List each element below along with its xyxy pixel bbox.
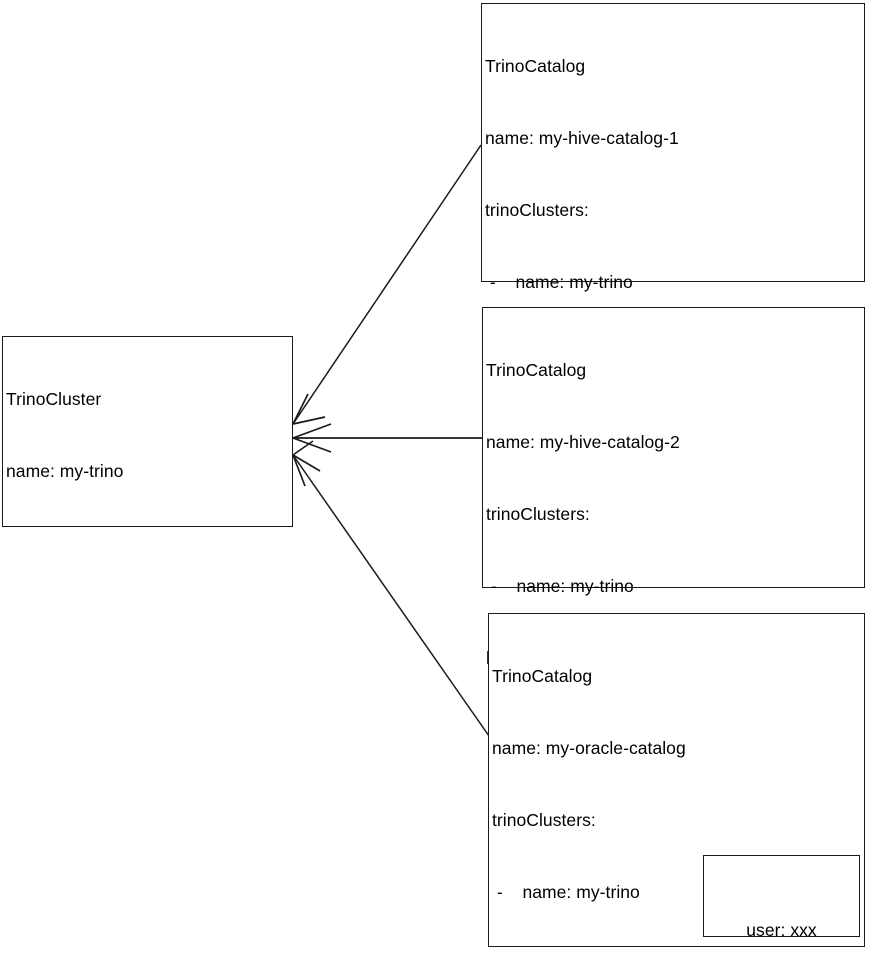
node-oracle-secret-text: user: xxx password: xxx (704, 870, 859, 954)
node-line: - name: my-trino (485, 272, 633, 292)
node-line: user: xxx (746, 920, 817, 940)
node-line: name: my-oracle-catalog (492, 738, 686, 758)
node-trino-catalog-oracle-text: TrinoCatalog name: my-oracle-catalog tri… (492, 616, 862, 954)
node-line: - name: my-trino (486, 576, 634, 596)
node-line: name: my-hive-catalog-1 (485, 128, 679, 148)
node-line: trinoClusters: (492, 810, 596, 830)
node-line: name: my-trino (6, 461, 124, 481)
node-line: - name: my-trino (492, 882, 640, 902)
edge-catalog-oracle-to-cluster (292, 440, 490, 737)
node-trino-cluster[interactable]: TrinoCluster name: my-trino (2, 336, 293, 527)
node-line: TrinoCatalog (486, 360, 587, 380)
node-line: name: my-hive-catalog-2 (486, 432, 680, 452)
edge-catalog-hive-2-to-cluster (292, 423, 482, 453)
node-line: trinoClusters: (485, 200, 589, 220)
node-line: TrinoCluster (6, 389, 102, 409)
node-trino-catalog-hive-1[interactable]: TrinoCatalog name: my-hive-catalog-1 tri… (481, 3, 865, 652)
node-line: trinoClusters: (486, 504, 590, 524)
node-line: TrinoCatalog (485, 56, 586, 76)
node-line: TrinoCatalog (492, 666, 593, 686)
node-trino-catalog-oracle[interactable]: TrinoCatalog name: my-oracle-catalog tri… (488, 613, 865, 947)
node-trino-cluster-text: TrinoCluster name: my-trino (6, 339, 290, 531)
edge-catalog-hive-1-to-cluster (292, 144, 482, 425)
node-oracle-secret[interactable]: user: xxx password: xxx (703, 855, 860, 940)
node-trino-catalog-hive-2[interactable]: TrinoCatalog name: my-hive-catalog-2 tri… (482, 307, 865, 884)
